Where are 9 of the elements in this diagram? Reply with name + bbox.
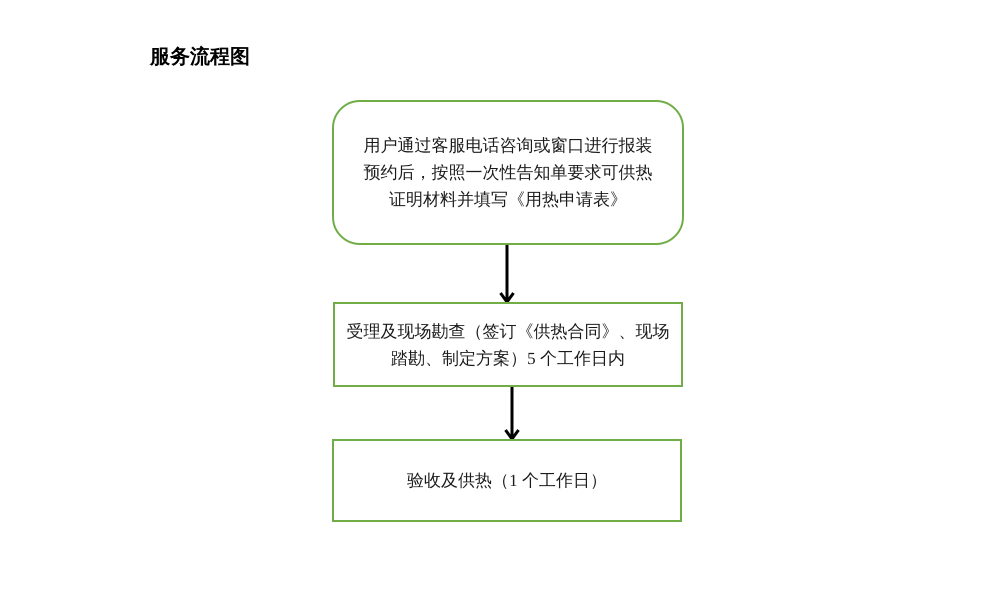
arrow [504,387,520,440]
step-text: 受理及现场勘查（签订《供热合同》、现场踏勘、制定方案）5 个工作日内 [346,320,670,370]
arrow [499,245,515,304]
title: 服务流程图 [150,43,250,70]
process-box [333,302,683,387]
rounded-box [332,100,684,245]
step-text: 验收及供热（1 个工作日） [406,470,608,492]
process-box [332,439,682,522]
step-text: 用户通过客服电话咨询或窗口进行报装预约后，按照一次性告知单要求可供热证明材料并填写《用热申请表》 [362,135,654,211]
